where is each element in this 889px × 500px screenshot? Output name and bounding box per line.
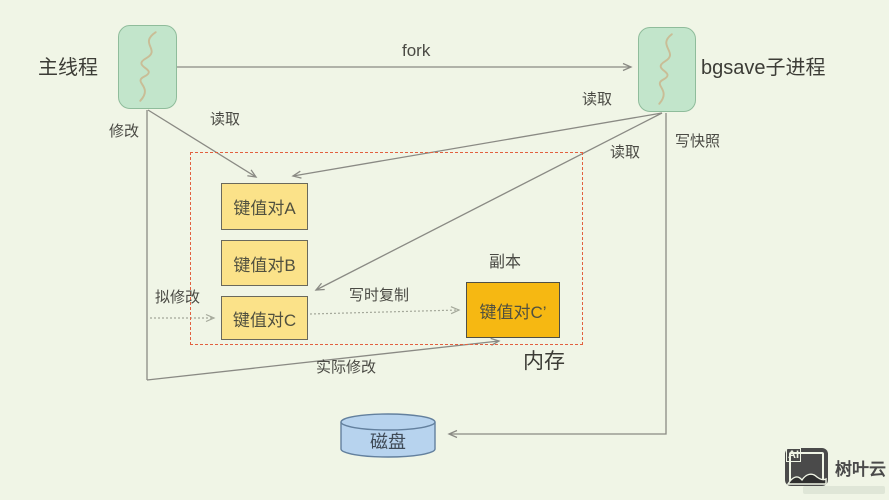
read-child-a-label: 读取 xyxy=(582,91,613,108)
main-thread-node xyxy=(118,25,177,109)
read-main-label: 读取 xyxy=(210,111,241,128)
kv-b-label: 键值对B xyxy=(233,255,296,275)
faint-watermark-text xyxy=(803,486,885,494)
ai-badge: AI xyxy=(786,448,801,462)
kv-c-copy-box: 键值对C’ xyxy=(466,282,560,338)
kv-a-box: 键值对A xyxy=(221,183,308,230)
edge-read-child-to-c xyxy=(314,112,663,291)
write-snapshot-label: 写快照 xyxy=(675,133,721,150)
modify-label: 修改 xyxy=(109,123,140,140)
photo-ai-icon: AI xyxy=(785,448,828,486)
edge-actual-modify xyxy=(146,337,501,381)
memory-region xyxy=(190,152,583,345)
main-thread-label: 主线程 xyxy=(38,57,98,79)
actual-modify-label: 实际修改 xyxy=(316,359,377,376)
brand-watermark: AI 树叶云 xyxy=(785,448,886,486)
kv-c-copy-label: 键值对C’ xyxy=(479,302,547,322)
copy-on-write-label: 写时复制 xyxy=(349,287,410,304)
edge-write-snapshot xyxy=(447,113,667,439)
mountains-icon xyxy=(786,473,827,485)
thread-squiggle-icon xyxy=(658,33,673,105)
kv-b-box: 键值对B xyxy=(221,240,308,286)
fork-label: fork xyxy=(402,41,431,60)
disk-node: 磁盘 xyxy=(338,412,438,460)
copy-tag-label: 副本 xyxy=(489,254,522,271)
intend-modify-label: 拟修改 xyxy=(155,289,201,306)
kv-a-label: 键值对A xyxy=(233,199,296,218)
disk-cylinder-icon xyxy=(340,413,436,458)
edge-read-main-to-a xyxy=(147,109,258,178)
memory-label: 内存 xyxy=(523,350,565,373)
disk-label: 磁盘 xyxy=(370,432,406,452)
bgsave-child-label: bgsave子进程 xyxy=(701,57,826,79)
read-child-c-label: 读取 xyxy=(610,144,641,161)
brand-name: 树叶云 xyxy=(835,459,886,479)
thread-squiggle-icon xyxy=(139,31,157,102)
edge-read-child-to-a xyxy=(291,112,663,179)
kv-c-box: 键值对C xyxy=(221,296,308,340)
bgsave-child-node xyxy=(638,27,696,112)
edge-copy-on-write xyxy=(309,306,461,315)
kv-c-label: 键值对C xyxy=(232,310,297,330)
